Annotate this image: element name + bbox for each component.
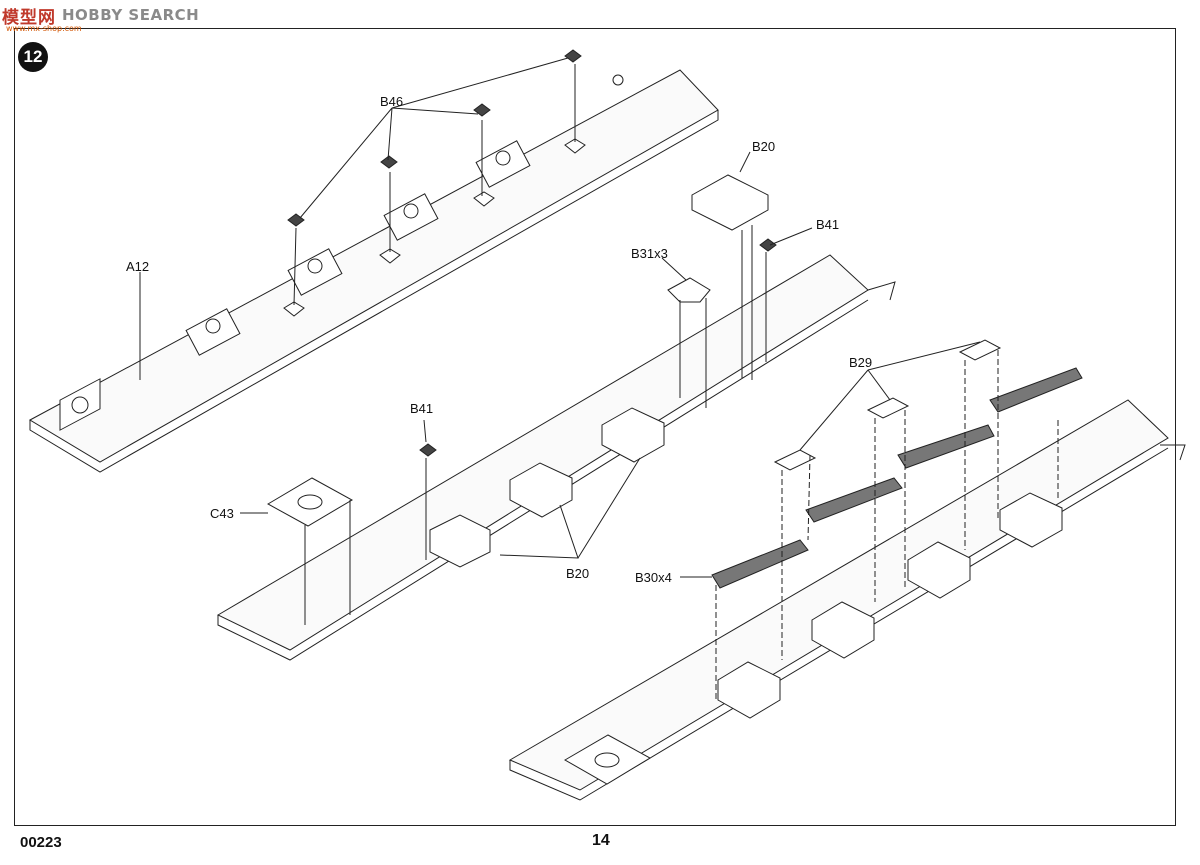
bottom-b20-parts	[717, 492, 1063, 719]
step-number-badge: 12	[18, 42, 48, 72]
label-b41-left: B41	[410, 401, 434, 416]
part-c43	[266, 477, 354, 527]
page-number: 14	[592, 832, 610, 849]
watermark-text: HOBBY SEARCH	[62, 6, 200, 24]
label-b29: B29	[849, 355, 873, 370]
footer-code: 00223	[20, 834, 62, 851]
middle-b20-parts	[429, 174, 769, 568]
label-b20-bottom: B20	[566, 566, 590, 581]
bottom-plate	[508, 399, 1169, 791]
label-b30: B30x4	[635, 570, 672, 585]
a12-sockets	[59, 140, 531, 431]
watermark-url: www.mx-shop.com	[6, 24, 82, 33]
part-b31	[667, 277, 711, 303]
label-b31: B31x3	[631, 246, 668, 261]
watermark-logo: 模型网	[2, 7, 56, 28]
label-b41-right: B41	[816, 217, 840, 232]
b46-parts	[287, 49, 582, 227]
label-b46: B46	[380, 94, 404, 109]
label-c43: C43	[210, 506, 234, 521]
page-frame	[14, 28, 1176, 826]
b29-parts	[773, 339, 1002, 471]
label-a12: A12	[126, 259, 150, 274]
b30-springs	[711, 367, 1083, 589]
label-b20-top: B20	[752, 139, 776, 154]
watermark: 模型网 HOBBY SEARCH	[2, 2, 199, 28]
